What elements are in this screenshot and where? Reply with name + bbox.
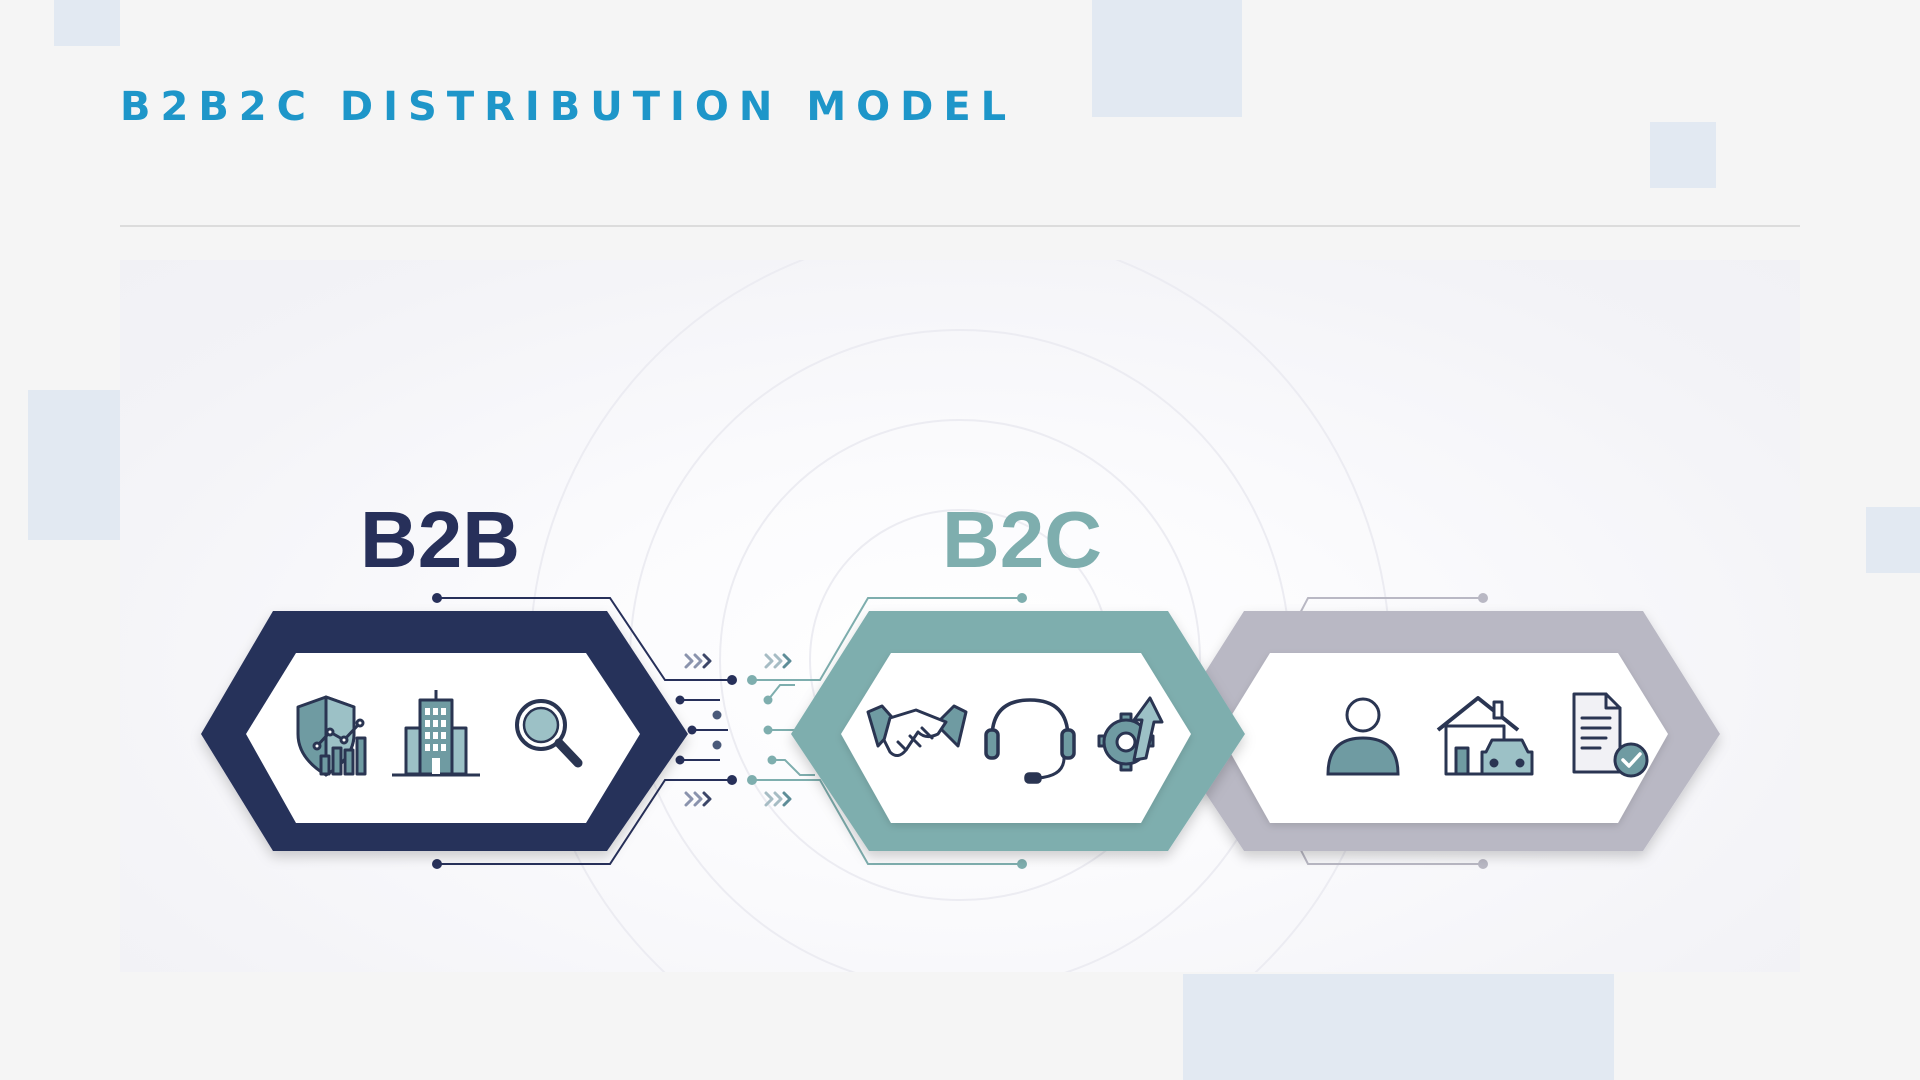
- decor-square-top-left: [54, 0, 120, 46]
- flow-chevrons: [684, 653, 792, 807]
- circuit-connectors: [437, 597, 1483, 865]
- stage-label-b2c: B2C: [941, 495, 1103, 584]
- decor-square-left: [28, 390, 120, 540]
- diagram-panel: B2B B2C: [120, 260, 1800, 972]
- office-building-icon: [392, 690, 480, 777]
- decor-square-bottom: [1183, 974, 1614, 1080]
- gear-arrow-icon: [1097, 696, 1164, 772]
- house-car-icon: [1436, 696, 1534, 776]
- stage-label-b2b: B2B: [359, 495, 521, 584]
- document-check-icon: [1572, 692, 1649, 778]
- decor-square-top-right: [1650, 122, 1716, 188]
- stage-hex-b2c: [791, 611, 1245, 851]
- shield-growth-chart-icon: [296, 695, 367, 777]
- stage-hex-consumer: [1166, 611, 1720, 851]
- headset-icon: [984, 698, 1076, 784]
- chevron-group-top-right: [764, 653, 792, 669]
- b2b-connector-lines: [437, 597, 732, 865]
- b2c-connector-lines: [752, 597, 1022, 865]
- decor-square-right: [1866, 507, 1920, 573]
- chevron-group-bottom-left: [684, 791, 712, 807]
- b2b2c-diagram: [201, 260, 1720, 972]
- title-divider: [120, 225, 1800, 227]
- handshake-icon: [866, 704, 968, 757]
- person-icon: [1326, 697, 1400, 776]
- chevron-group-bottom-right: [764, 791, 792, 807]
- decor-square-top-center: [1092, 0, 1242, 117]
- chevron-group-top-left: [684, 653, 712, 669]
- slide-title: B2B2C DISTRIBUTION MODEL: [120, 84, 1017, 130]
- magnifying-glass-icon: [515, 699, 583, 768]
